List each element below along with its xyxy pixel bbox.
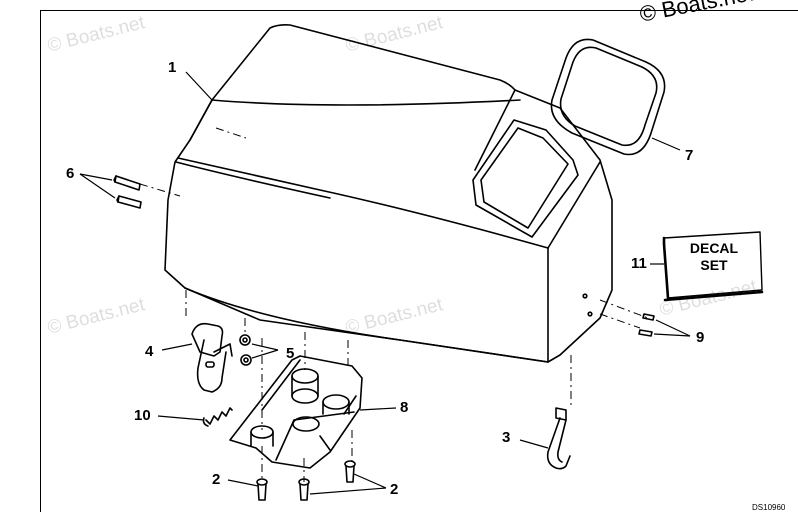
decal-label: DECAL SET bbox=[668, 240, 760, 274]
callout-5[interactable]: 5 bbox=[286, 345, 295, 362]
support-bracket-part[interactable] bbox=[229, 355, 363, 469]
callout-3[interactable]: 3 bbox=[502, 429, 511, 446]
callout-11[interactable]: 11 bbox=[631, 255, 647, 272]
callout-7[interactable]: 7 bbox=[685, 147, 694, 164]
decal-set-box[interactable] bbox=[662, 231, 764, 302]
latch-part[interactable] bbox=[191, 322, 233, 393]
alignment-lines bbox=[139, 127, 649, 482]
callout-9[interactable]: 9 bbox=[696, 329, 705, 346]
decal-line-1: DECAL bbox=[689, 240, 739, 256]
window-seal-part[interactable] bbox=[550, 38, 666, 156]
callout-10[interactable]: 10 bbox=[134, 407, 151, 424]
engine-cover-part[interactable] bbox=[164, 24, 613, 363]
drawing-number: DS10960 bbox=[752, 503, 786, 512]
hook-part[interactable] bbox=[546, 407, 571, 470]
callout-4[interactable]: 4 bbox=[145, 343, 154, 360]
spring-part[interactable] bbox=[202, 407, 233, 427]
callout-1[interactable]: 1 bbox=[168, 59, 177, 76]
callout-2[interactable]: 2 bbox=[390, 481, 399, 498]
callout-6[interactable]: 6 bbox=[66, 165, 75, 182]
washers-part[interactable] bbox=[239, 334, 252, 366]
diagram-frame bbox=[40, 10, 798, 512]
bolts-part[interactable] bbox=[256, 460, 356, 501]
decal-line-2: SET bbox=[700, 257, 728, 273]
leader-lines bbox=[79, 71, 691, 495]
callout-8[interactable]: 8 bbox=[400, 399, 409, 416]
pins-part[interactable] bbox=[113, 175, 142, 209]
screws-part-9[interactable] bbox=[638, 313, 655, 337]
callout-2[interactable]: 2 bbox=[212, 471, 221, 488]
